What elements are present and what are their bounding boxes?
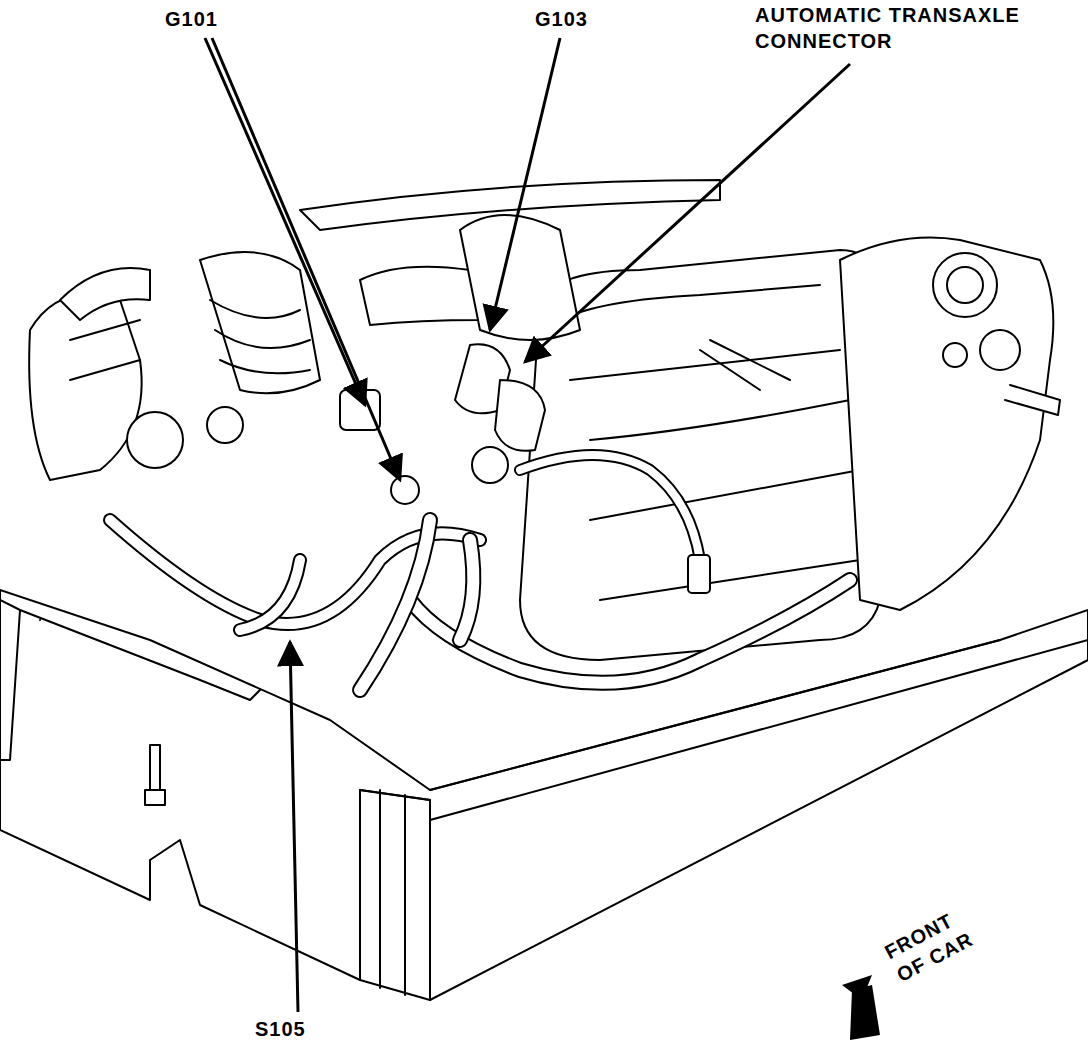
leader-lines (205, 38, 850, 1012)
ground-bolt (391, 476, 419, 504)
direction-label: FRONT OF CAR (880, 890, 1002, 988)
callout-label: G103 (535, 6, 588, 32)
pipe (1005, 385, 1060, 415)
hose (60, 268, 150, 380)
fitting (943, 343, 967, 367)
direction-arrow (842, 975, 872, 1000)
transaxle-cover (933, 253, 997, 317)
support-edge (360, 790, 430, 1000)
hose (460, 540, 473, 640)
callout-label: G101 (165, 6, 218, 32)
plug-wire (210, 300, 310, 373)
intake-tube (360, 267, 480, 325)
fuel-line (700, 340, 790, 390)
transaxle-cover (947, 267, 983, 303)
alternator (29, 294, 142, 480)
harness (520, 455, 700, 560)
callout-label: S105 (255, 1016, 306, 1042)
hose (360, 520, 430, 690)
hose (460, 540, 473, 640)
fitting (472, 447, 508, 483)
ignition (200, 252, 320, 393)
core-support (0, 590, 1088, 1000)
leader-line (525, 64, 850, 362)
harness (240, 560, 300, 630)
pulley (127, 412, 183, 468)
harness (520, 455, 700, 560)
harness (240, 560, 300, 630)
transaxle (840, 238, 1053, 611)
intake-duct (460, 215, 580, 340)
leader-line (490, 38, 560, 330)
leader-line (212, 38, 400, 480)
engine-drawing (0, 180, 1088, 1000)
leader-line (205, 38, 365, 405)
leader-line (290, 642, 298, 1012)
fitting (980, 330, 1020, 370)
bolt (145, 745, 165, 805)
bracket (0, 600, 260, 760)
callout-label: AUTOMATIC TRANSAXLE CONNECTOR (755, 2, 1080, 54)
harness-connector (688, 555, 710, 593)
pulley (207, 407, 243, 443)
hose (360, 520, 430, 690)
cowl (300, 180, 720, 230)
connector-body (495, 380, 545, 451)
block-detail (560, 285, 860, 600)
